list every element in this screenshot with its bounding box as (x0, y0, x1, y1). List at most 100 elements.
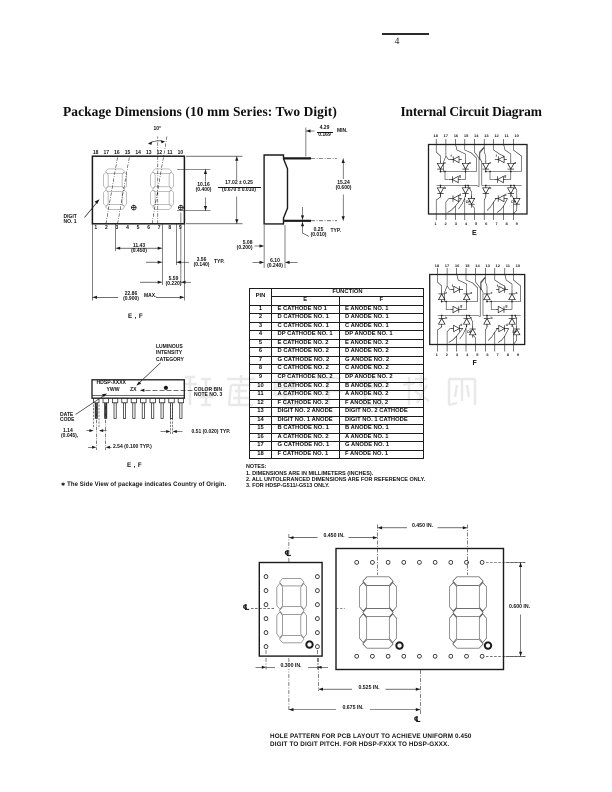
package-side-drawing (75, 362, 193, 450)
pin-label: 10 (177, 149, 184, 156)
cell-f: F ANODE NO. 1 (338, 449, 424, 460)
pin-label: 4 (466, 352, 469, 358)
cell-pin: 17 (249, 441, 272, 451)
segment-letter: f (450, 154, 452, 158)
dim-0-25-typ: TYP. (330, 228, 341, 235)
pin-label: 18 (92, 149, 99, 156)
cell-pin: 14 (249, 415, 272, 426)
pcb-dim-600: 0.600 IN. (509, 604, 531, 610)
cell-f: D ANODE NO. 2 (338, 347, 424, 357)
pin-label: 17 (443, 132, 448, 138)
pin-label: 5 (476, 352, 479, 358)
note-1: 1. DIMENSIONS ARE IN MILLIMETERS (INCHES… (246, 470, 374, 477)
dim-3-56: 3.56(0.140) (193, 256, 210, 268)
page-number: 4 (394, 37, 400, 47)
segment-letter: e (490, 291, 493, 295)
heading-package-dimensions: Package Dimensions (10 mm Series: Two Di… (63, 103, 337, 119)
table-row: 12 F CATHODE NO. 2 F ANODE NO. 2 (249, 398, 424, 409)
cell-pin: 9 (249, 372, 272, 383)
pin-label: 9 (516, 352, 520, 358)
table-header-row: PIN FUNCTION (249, 287, 424, 306)
cell-e: DP CATHODE NO. 1 (271, 330, 340, 340)
pcb-dim-525: 0.525 IN. (358, 684, 380, 691)
dim-17-02: 17.02 ± 0.25(0.670 ± 0.010) (217, 181, 261, 193)
segment-letter: g (505, 303, 508, 308)
pin-label: 15 (465, 262, 470, 268)
pin-label: 12 (156, 149, 163, 156)
cell-e: G CATHODE NO. 2 (271, 355, 340, 366)
circuit-f-drawing (429, 268, 526, 352)
table-row: 5 E CATHODE NO. 2 E ANODE NO. 2 (249, 338, 424, 349)
pin-label: 13 (484, 132, 489, 138)
segment-letter: f (495, 154, 497, 158)
dim-5-08: 5.08(0.200) (236, 239, 253, 251)
pin-label: 8 (506, 352, 509, 358)
dim-4-29-min: MIN. (337, 127, 348, 134)
cell-e: F CATHODE NO. 1 (271, 449, 340, 460)
segment-letter: d (460, 322, 463, 327)
cell-e: G CATHODE NO. 1 (271, 441, 340, 451)
pin-label: 5 (136, 225, 140, 232)
table-subheader-row: E F (250, 296, 424, 306)
pin-label: 9 (515, 221, 518, 227)
dim-5-59: 5.59(0.220) (165, 275, 182, 287)
cell-f: C ANODE NO. 1 (338, 321, 424, 332)
pin-label: 15 (463, 132, 469, 138)
table-row: 3 C CATHODE NO. 1 C ANODE NO. 1 (249, 321, 424, 332)
cell-e: E CATHODE NO 1 (271, 304, 340, 315)
luminous-intensity-label: LUMINOUS INTENSITY CATEGORY (156, 344, 184, 363)
color-bin-label: COLOR BIN NOTE NO. 3 (194, 386, 223, 399)
cell-pin: 2 (249, 313, 272, 323)
cell-f: G ANODE NO. 1 (338, 441, 424, 451)
pin-label: 10 (514, 132, 519, 138)
segment-letter: DP (466, 199, 471, 204)
segment-letter: DP (512, 329, 518, 334)
cell-pin: 11 (249, 390, 272, 400)
dim-15-24: 15.24(0.600) (335, 180, 352, 192)
footnote-marker: ✱ (61, 482, 66, 489)
pin-label: 12 (495, 262, 500, 268)
cell-pin: 13 (249, 407, 272, 417)
pin-label: 17 (103, 149, 110, 156)
pin-label: 9 (178, 225, 182, 232)
pin-label: 2 (104, 225, 108, 232)
segment-letter: f (451, 284, 453, 288)
dim-1-14-inch: (0.045), (61, 433, 79, 440)
segment-letter: c (515, 315, 518, 320)
dim-0-51: 0.51 (0.020) TYP. (191, 428, 231, 435)
package-part-number: HDSP-XXXX (96, 380, 126, 386)
dim-3-56-typ: TYP. (214, 258, 225, 265)
cell-e: E CATHODE NO. 2 (271, 338, 340, 349)
segment-letter: e (445, 291, 448, 295)
dim-6-10: 6.10(0.240) (267, 257, 283, 269)
centerline-symbol-top: ℄ (284, 548, 292, 558)
cell-e: D CATHODE NO. 1 (271, 313, 340, 323)
cell-e: D CATHODE NO. 2 (271, 347, 340, 357)
cell-pin: 15 (249, 424, 272, 434)
cell-pin: 5 (249, 338, 272, 349)
pin-label: 2 (445, 352, 448, 358)
pin-label: 7 (157, 225, 161, 232)
pin-label: 11 (504, 132, 509, 138)
cell-e: B CATHODE NO. 1 (271, 424, 340, 434)
table-row: 17 G CATHODE NO. 1 G ANODE NO. 1 (249, 441, 424, 451)
segment-letter: e (489, 161, 492, 165)
table-row: 11 A CATHODE NO. 2 A ANODE NO. 2 (249, 390, 424, 400)
cell-f: E ANODE NO. 1 (338, 304, 424, 315)
dim-0-25: 0.25(0.010) (310, 226, 327, 238)
centerline-symbol-left: ℄ (242, 602, 250, 612)
segment-letter: b (490, 315, 493, 320)
cell-e: DIGIT NO. 2 ANODE (271, 407, 340, 417)
front-view-drawing (84, 136, 243, 301)
table-row: 1 E CATHODE NO 1 E ANODE NO. 1 (249, 304, 424, 315)
pin-label: 8 (168, 225, 172, 232)
pin-label: 18 (434, 262, 440, 268)
cell-f: B ANODE NO. 1 (338, 424, 424, 434)
pin-label: 15 (124, 149, 131, 156)
pin-label: 6 (485, 221, 488, 227)
pin-label: 12 (494, 132, 499, 138)
pin-label: 8 (505, 221, 508, 227)
